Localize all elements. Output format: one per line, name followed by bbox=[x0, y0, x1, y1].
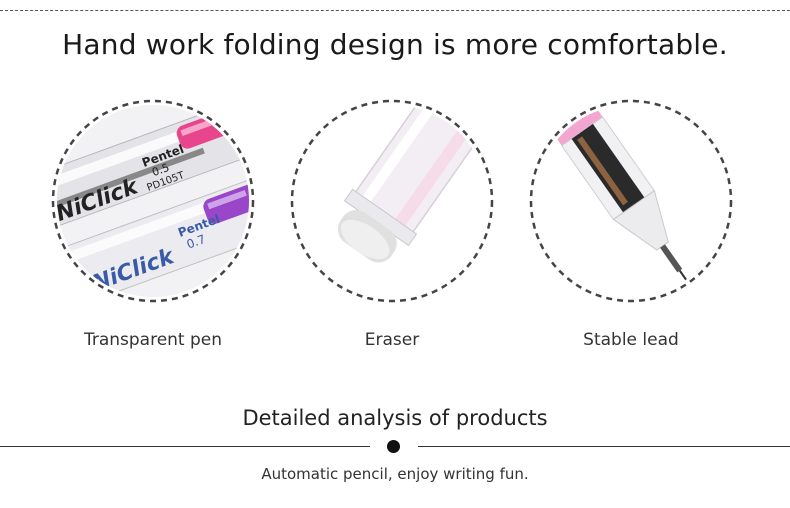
feature-caption: Transparent pen bbox=[83, 330, 223, 350]
section-rule-dot bbox=[387, 440, 400, 453]
feature-caption: Eraser bbox=[364, 330, 420, 350]
headline: Hand work folding design is more comfort… bbox=[62, 28, 728, 61]
feature-caption: Stable lead bbox=[583, 330, 679, 350]
top-dashed-divider bbox=[0, 10, 790, 11]
feature-image-eraser bbox=[287, 96, 497, 306]
section-rule-right bbox=[418, 446, 790, 447]
feature-image-stable-lead bbox=[526, 96, 736, 306]
pen-size-top: 0.5 bbox=[150, 161, 171, 179]
section-rule-left bbox=[0, 446, 370, 447]
pen-size-bottom: 0.7 bbox=[185, 232, 208, 252]
section-title: Detailed analysis of products bbox=[242, 406, 548, 430]
feature-transparent-pen: NiClick Pentel 0.5 PD105T NiClick Pentel… bbox=[43, 96, 263, 350]
feature-eraser: Eraser bbox=[282, 96, 502, 350]
feature-image-transparent-pen: NiClick Pentel 0.5 PD105T NiClick Pentel… bbox=[48, 96, 258, 306]
section-subtitle: Automatic pencil, enjoy writing fun. bbox=[261, 465, 529, 483]
pencil-barrels-photo: NiClick Pentel 0.5 PD105T NiClick Pentel… bbox=[51, 99, 255, 303]
eraser-cap-photo bbox=[290, 99, 494, 303]
feature-stable-lead: Stable lead bbox=[521, 96, 741, 350]
pencil-tip-photo bbox=[529, 99, 733, 303]
